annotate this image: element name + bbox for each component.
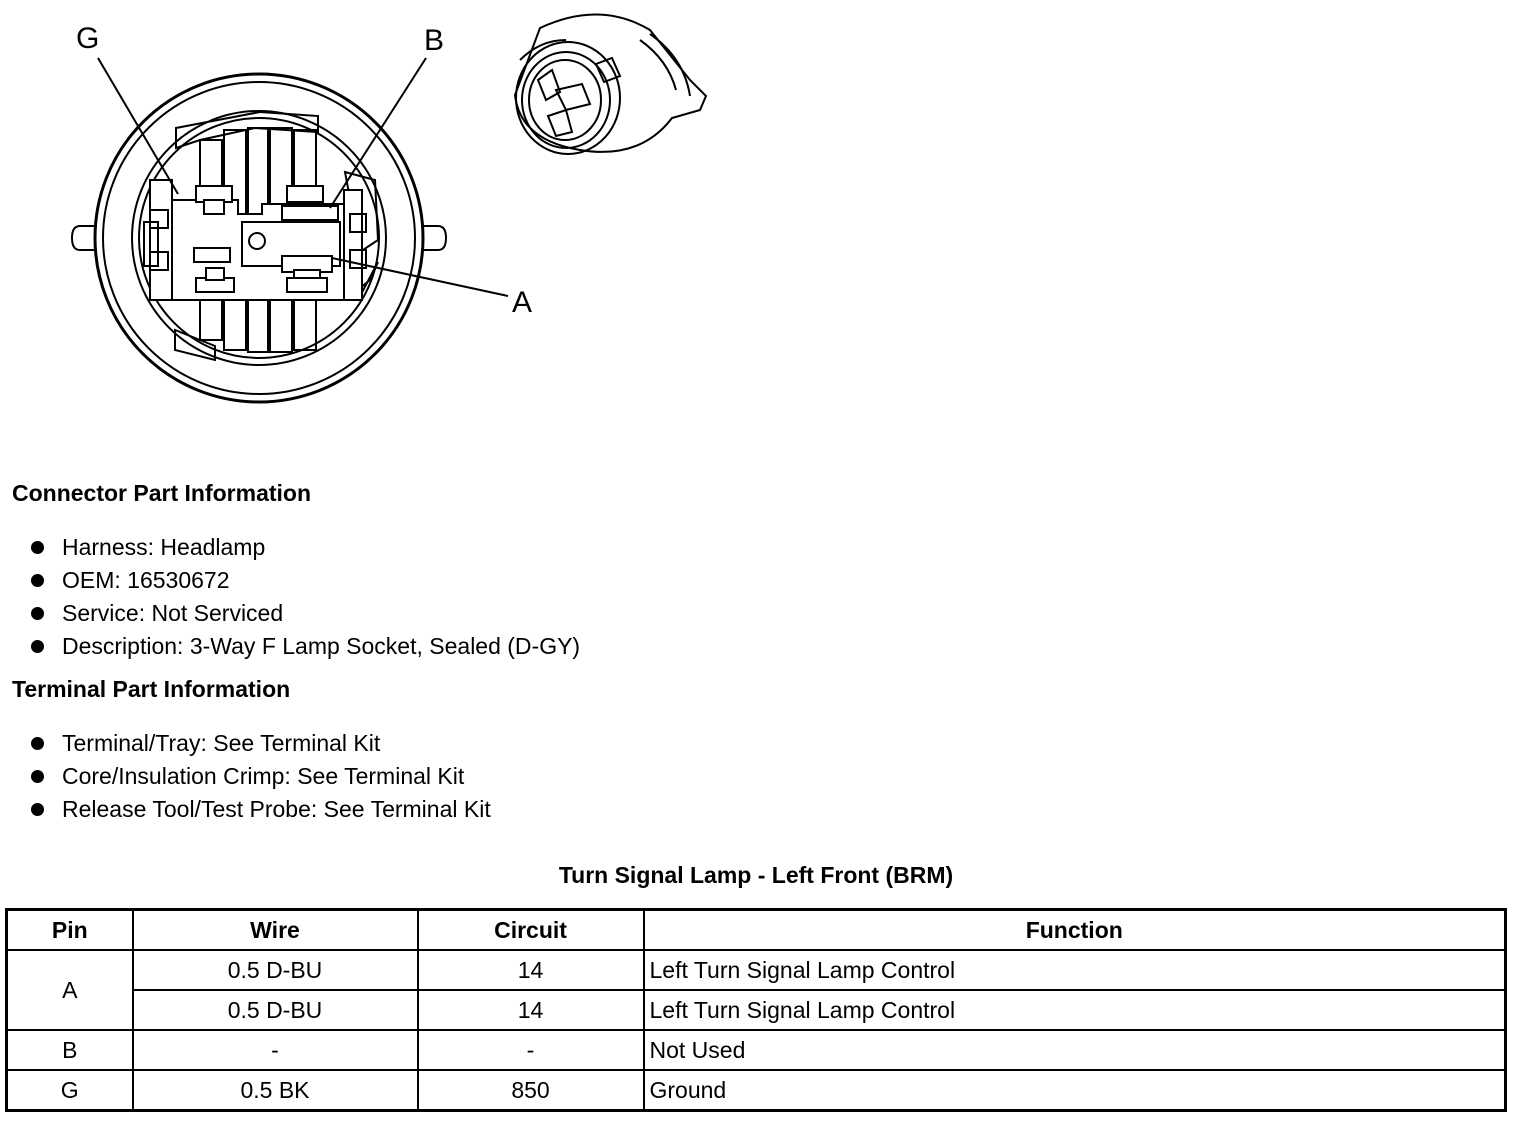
connector-part-info-list: Harness: Headlamp OEM: 16530672 Service:… bbox=[28, 531, 580, 663]
connector-face bbox=[70, 72, 448, 404]
list-item: Harness: Headlamp bbox=[28, 531, 580, 564]
cell-wire: 0.5 BK bbox=[131, 1069, 419, 1112]
list-item: Terminal/Tray: See Terminal Kit bbox=[28, 727, 491, 760]
cell-function: Not Used bbox=[642, 1029, 1507, 1071]
cell-function: Left Turn Signal Lamp Control bbox=[642, 989, 1507, 1031]
cell-pin: A bbox=[5, 949, 134, 1031]
cell-wire: 0.5 D-BU bbox=[131, 949, 419, 991]
terminal-part-info-list: Terminal/Tray: See Terminal Kit Core/Ins… bbox=[28, 727, 491, 826]
terminal-part-info-heading: Terminal Part Information bbox=[12, 676, 291, 702]
pinout-table: Pin Wire Circuit Function A 0.5 D-BU 14 … bbox=[5, 908, 1507, 1112]
cell-pin: B bbox=[5, 1029, 134, 1071]
header-circuit: Circuit bbox=[416, 908, 645, 951]
callout-g: G bbox=[76, 22, 99, 55]
cell-circuit: 14 bbox=[416, 989, 645, 1031]
connector-iso-view bbox=[513, 13, 708, 155]
table-row: B - - Not Used bbox=[5, 1029, 1507, 1071]
cell-function: Left Turn Signal Lamp Control bbox=[642, 949, 1507, 991]
cell-circuit: - bbox=[416, 1029, 645, 1071]
cell-pin: G bbox=[5, 1069, 134, 1112]
list-item: Description: 3-Way F Lamp Socket, Sealed… bbox=[28, 630, 580, 663]
header-pin: Pin bbox=[5, 908, 134, 951]
cell-circuit: 14 bbox=[416, 949, 645, 991]
header-function: Function bbox=[642, 908, 1507, 951]
connector-part-info-heading: Connector Part Information bbox=[12, 480, 312, 506]
cell-wire: - bbox=[131, 1029, 419, 1071]
cell-function: Ground bbox=[642, 1069, 1507, 1112]
table-row: G 0.5 BK 850 Ground bbox=[5, 1069, 1507, 1112]
list-item: Release Tool/Test Probe: See Terminal Ki… bbox=[28, 793, 491, 826]
leader-line-g bbox=[97, 57, 179, 195]
callout-a: A bbox=[512, 286, 532, 319]
table-header-row: Pin Wire Circuit Function bbox=[5, 908, 1507, 951]
header-wire: Wire bbox=[131, 908, 419, 951]
table-title: Turn Signal Lamp - Left Front (BRM) bbox=[558, 862, 954, 888]
callout-b: B bbox=[424, 24, 444, 57]
cell-wire: 0.5 D-BU bbox=[131, 989, 419, 1031]
list-item: Core/Insulation Crimp: See Terminal Kit bbox=[28, 760, 491, 793]
list-item: Service: Not Serviced bbox=[28, 597, 580, 630]
leader-line-a bbox=[331, 257, 509, 297]
connector-diagram: G B A bbox=[70, 13, 708, 404]
table-row: 0.5 D-BU 14 Left Turn Signal Lamp Contro… bbox=[7, 989, 1507, 1031]
cell-circuit: 850 bbox=[416, 1069, 645, 1112]
leader-line-b bbox=[329, 57, 427, 209]
list-item: OEM: 16530672 bbox=[28, 564, 580, 597]
table-row: A 0.5 D-BU 14 Left Turn Signal Lamp Cont… bbox=[5, 949, 1507, 1031]
